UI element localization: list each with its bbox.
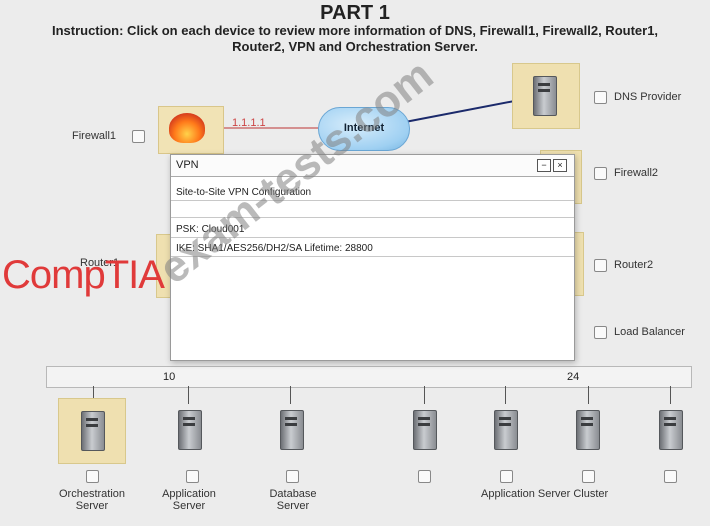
vpn-row-ike: IKE: SHA1/AES256/DH2/SA Lifetime: 28800 [171,240,574,257]
minimize-button[interactable]: − [537,159,551,172]
router2-checkbox[interactable] [594,259,607,272]
vpn-dialog: VPN − × Site-to-Site VPN Configuration P… [170,154,575,361]
close-button[interactable]: × [553,159,567,172]
application-checkbox[interactable] [186,470,199,483]
load-balancer-checkbox[interactable] [594,326,607,339]
switch-left-label: 10 [163,371,176,383]
firewall2-label: Firewall2 [614,167,659,179]
cluster-server-3[interactable] [576,410,600,450]
router2-label: Router2 [614,259,654,271]
application-label: Application Server [162,488,216,512]
comptia-logo: CompTIA [2,253,165,297]
cluster-server-1[interactable] [413,410,437,450]
dns-checkbox[interactable] [594,91,607,104]
router1-label: Router1 [80,257,120,269]
dns-provider-device[interactable] [512,63,580,129]
page-title: PART 1 [320,2,390,24]
orchestration-server-device[interactable] [58,398,126,464]
database-server-device[interactable] [280,410,304,450]
cluster-server-2[interactable] [494,410,518,450]
cluster-checkbox-4[interactable] [664,470,677,483]
cluster-checkbox-2[interactable] [500,470,513,483]
load-balancer-label: Load Balancer [614,326,685,338]
server-icon [533,76,557,116]
database-label: Database Server [269,488,317,512]
vpn-row-header: Site-to-Site VPN Configuration [171,184,574,201]
orchestration-label: Orchestration Server [58,488,126,512]
ip-label: 1.1.1.1 [232,117,266,129]
vpn-dialog-title: VPN [171,155,574,177]
database-checkbox[interactable] [286,470,299,483]
internet-cloud-icon[interactable]: Internet [318,107,410,151]
switch-right-label: 24 [567,371,580,383]
switch-bar: 10 24 [46,366,692,388]
server-icon [81,411,105,451]
cluster-checkbox-3[interactable] [582,470,595,483]
firewall2-checkbox[interactable] [594,167,607,180]
firewall1-checkbox[interactable] [132,130,145,143]
firewall-icon [169,113,205,143]
firewall1-device[interactable] [158,106,224,154]
vpn-row-blank [171,201,574,218]
dns-label: DNS Provider [614,91,682,103]
orchestration-checkbox[interactable] [86,470,99,483]
cluster-label: Application Server Cluster [481,488,609,500]
instruction-text: Instruction: Click on each device to rev… [51,23,659,54]
cluster-checkbox-1[interactable] [418,470,431,483]
application-server-device[interactable] [178,410,202,450]
cluster-server-4[interactable] [659,410,683,450]
firewall1-label: Firewall1 [72,130,117,142]
vpn-row-psk: PSK: Cloud001 [171,221,574,238]
